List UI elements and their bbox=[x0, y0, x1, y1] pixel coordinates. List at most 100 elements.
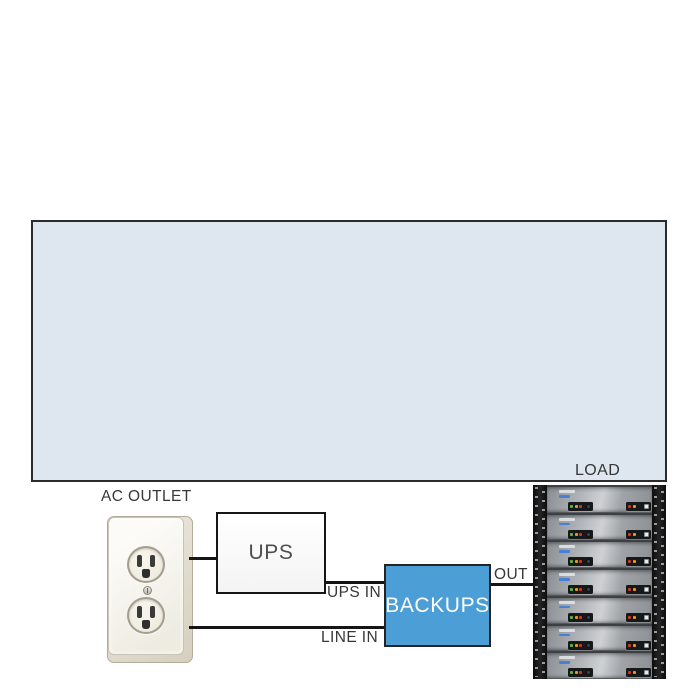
outlet-screw-icon bbox=[143, 586, 152, 595]
diagram-panel: AC OUTLET bbox=[31, 220, 667, 680]
server-button bbox=[586, 504, 591, 509]
server-led-panel bbox=[626, 668, 651, 678]
server-logo-icon bbox=[559, 545, 575, 549]
led-amber bbox=[574, 643, 578, 647]
outlet-ground-hole-icon bbox=[142, 569, 150, 578]
server-logo-icon bbox=[559, 628, 575, 632]
led-amber bbox=[574, 671, 578, 675]
server-button bbox=[586, 670, 591, 676]
server-led-panel bbox=[568, 502, 593, 511]
server-logo-icon bbox=[559, 656, 575, 660]
led-red bbox=[628, 560, 631, 564]
server-led-panel bbox=[568, 557, 593, 567]
backups-box: BACKUPS bbox=[384, 564, 491, 647]
led-amber bbox=[632, 615, 636, 619]
line-in-label: LINE IN bbox=[321, 629, 379, 646]
server-logo-icon bbox=[559, 605, 570, 609]
server-button bbox=[644, 614, 649, 620]
led-green bbox=[570, 560, 573, 564]
outlet-slot-icon bbox=[150, 555, 155, 567]
out-label: OUT bbox=[494, 566, 528, 583]
server-led-panel bbox=[626, 529, 651, 539]
led-red bbox=[579, 615, 582, 619]
outlet-plate bbox=[108, 517, 184, 655]
server-led-panel bbox=[626, 502, 651, 511]
server-button bbox=[644, 670, 649, 676]
led-green bbox=[570, 643, 573, 647]
server-led-panel bbox=[568, 529, 593, 539]
server-logo-icon bbox=[559, 517, 575, 521]
server-button bbox=[586, 531, 591, 537]
server-button bbox=[644, 587, 649, 593]
server-logo-icon bbox=[559, 600, 575, 604]
server-logo-icon bbox=[559, 550, 570, 553]
led-red bbox=[628, 643, 631, 647]
led-amber bbox=[632, 560, 636, 564]
outlet-slot-icon bbox=[137, 555, 142, 567]
server-logo-icon bbox=[559, 495, 570, 498]
led-amber bbox=[632, 532, 636, 536]
server-led-panel bbox=[626, 640, 651, 650]
backups-box-label: BACKUPS bbox=[385, 593, 490, 617]
server-button bbox=[586, 587, 591, 593]
led-green bbox=[570, 588, 573, 592]
wire-outlet-to-backups bbox=[189, 626, 386, 629]
outlet-slot-icon bbox=[137, 606, 142, 618]
server-led-panel bbox=[568, 585, 593, 595]
server-rack-icon bbox=[533, 485, 666, 680]
rack-server-unit bbox=[547, 540, 652, 569]
led-red bbox=[628, 532, 631, 536]
server-logo-icon bbox=[559, 578, 570, 581]
server-rack-face bbox=[547, 485, 652, 680]
led-amber bbox=[632, 671, 636, 675]
server-button bbox=[644, 504, 649, 509]
led-red bbox=[579, 505, 582, 508]
ac-outlet-label: AC OUTLET bbox=[101, 488, 192, 505]
led-amber bbox=[574, 560, 578, 564]
ups-box: UPS bbox=[216, 512, 326, 594]
led-green bbox=[570, 615, 573, 619]
wire-ups-to-backups bbox=[324, 581, 386, 584]
wire-backups-to-load bbox=[489, 583, 535, 586]
led-red bbox=[579, 588, 582, 592]
led-red bbox=[579, 671, 582, 675]
led-green bbox=[570, 671, 573, 675]
server-button bbox=[586, 642, 591, 648]
server-logo-icon bbox=[559, 633, 570, 637]
led-green bbox=[570, 532, 573, 536]
server-button bbox=[644, 642, 649, 648]
led-red bbox=[579, 532, 582, 536]
ac-outlet-icon bbox=[107, 516, 193, 663]
rack-server-unit bbox=[547, 568, 652, 596]
rack-server-unit bbox=[547, 512, 652, 541]
server-button bbox=[586, 559, 591, 565]
server-logo-icon bbox=[559, 490, 575, 493]
outlet-slot-icon bbox=[150, 606, 155, 618]
led-red bbox=[628, 671, 631, 675]
rack-rail-right bbox=[652, 485, 666, 679]
load-label: LOAD bbox=[575, 462, 621, 479]
led-red bbox=[628, 505, 631, 508]
server-led-panel bbox=[626, 585, 651, 595]
led-amber bbox=[574, 615, 578, 619]
rack-server-unit bbox=[547, 651, 652, 680]
rack-server-unit bbox=[547, 623, 652, 652]
server-logo-icon bbox=[559, 661, 570, 664]
ups-box-label: UPS bbox=[248, 541, 294, 564]
rack-server-unit bbox=[547, 595, 652, 624]
server-led-panel bbox=[568, 612, 593, 622]
outlet-ground-hole-icon bbox=[142, 620, 150, 629]
server-led-panel bbox=[568, 668, 593, 678]
led-amber bbox=[632, 588, 636, 592]
outlet-socket-top bbox=[127, 546, 165, 583]
led-amber bbox=[632, 505, 636, 508]
server-logo-icon bbox=[559, 573, 575, 577]
server-button bbox=[644, 531, 649, 537]
led-amber bbox=[574, 532, 578, 536]
led-red bbox=[628, 588, 631, 592]
led-green bbox=[570, 505, 573, 508]
led-amber bbox=[574, 588, 578, 592]
rack-server-unit bbox=[547, 485, 652, 513]
led-red bbox=[579, 560, 582, 564]
led-amber bbox=[632, 643, 636, 647]
